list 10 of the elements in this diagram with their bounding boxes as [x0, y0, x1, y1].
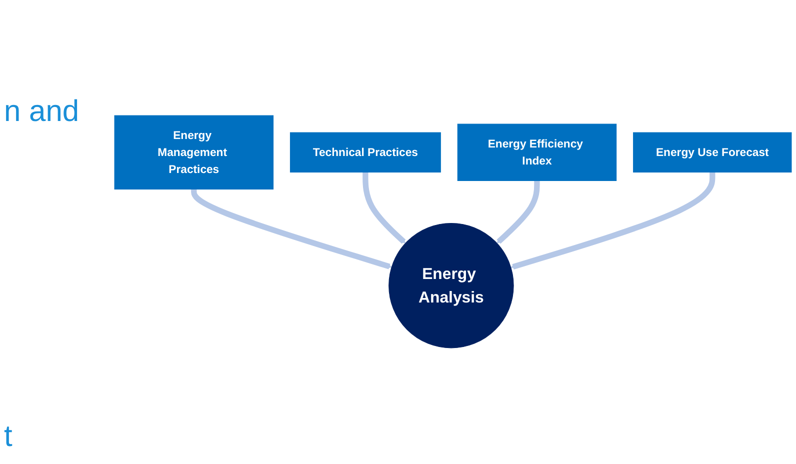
node-box: Energy Use Forecast	[633, 132, 792, 173]
node-box: Energy Efficiency Index	[457, 124, 617, 182]
node-box: Energy Management Practices	[114, 116, 274, 190]
node-box: Technical Practices	[290, 132, 441, 173]
arrow	[510, 172, 716, 270]
arrow	[496, 180, 540, 244]
text-fragment: t	[4, 420, 12, 454]
arrow	[362, 172, 406, 244]
text-fragment: n and	[4, 95, 80, 129]
node-circle: Energy Analysis	[388, 223, 514, 348]
